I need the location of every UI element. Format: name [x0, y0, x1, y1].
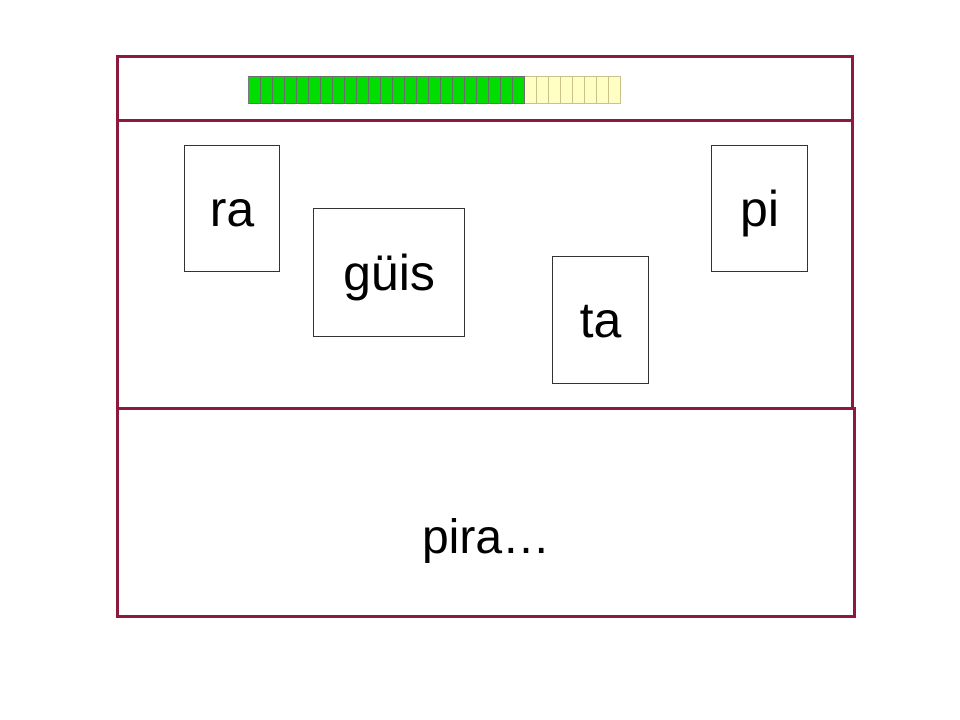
progress-segment-empty: [609, 76, 621, 104]
answer-word: pira…: [421, 511, 551, 564]
progress-segment-filled: [345, 76, 357, 104]
progress-bar: [248, 76, 621, 104]
progress-segment-filled: [513, 76, 525, 104]
progress-segment-filled: [381, 76, 393, 104]
progress-segment-filled: [321, 76, 333, 104]
progress-segment-filled: [453, 76, 465, 104]
answer-panel: [116, 407, 856, 618]
progress-segment-empty: [525, 76, 537, 104]
syllable-tile-ta[interactable]: ta: [552, 256, 649, 384]
progress-segment-filled: [273, 76, 285, 104]
progress-segment-filled: [501, 76, 513, 104]
progress-segment-filled: [417, 76, 429, 104]
progress-segment-empty: [561, 76, 573, 104]
progress-segment-filled: [441, 76, 453, 104]
progress-segment-filled: [489, 76, 501, 104]
progress-segment-empty: [597, 76, 609, 104]
syllable-tile-ra[interactable]: ra: [184, 145, 280, 272]
progress-segment-filled: [429, 76, 441, 104]
progress-segment-empty: [537, 76, 549, 104]
progress-segment-filled: [333, 76, 345, 104]
progress-segment-filled: [465, 76, 477, 104]
progress-segment-filled: [297, 76, 309, 104]
progress-segment-empty: [585, 76, 597, 104]
progress-segment-filled: [369, 76, 381, 104]
syllable-tile-guis[interactable]: güis: [313, 208, 465, 337]
progress-segment-filled: [357, 76, 369, 104]
syllable-tile-pi[interactable]: pi: [711, 145, 808, 272]
progress-segment-filled: [261, 76, 273, 104]
progress-segment-filled: [309, 76, 321, 104]
progress-segment-empty: [573, 76, 585, 104]
progress-segment-filled: [249, 76, 261, 104]
progress-segment-filled: [477, 76, 489, 104]
progress-segment-filled: [405, 76, 417, 104]
progress-segment-filled: [285, 76, 297, 104]
progress-segment-filled: [393, 76, 405, 104]
progress-segment-empty: [549, 76, 561, 104]
